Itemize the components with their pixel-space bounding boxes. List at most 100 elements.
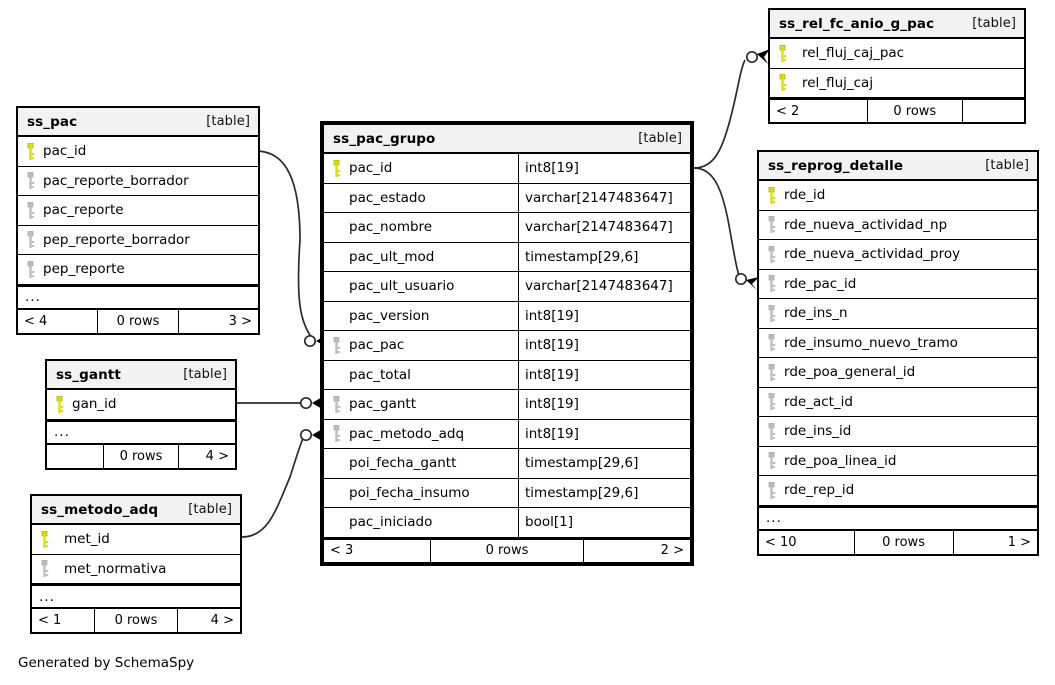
generated-by-note: Generated by SchemaSpy <box>18 655 195 671</box>
column-row-pac-reporte[interactable]: pac_reporte <box>18 196 258 226</box>
column-name-cell: gan_id <box>47 390 235 419</box>
column-row-met-normativa[interactable]: met_normativa <box>32 554 240 584</box>
column-name-cell: pac_metodo_adq <box>324 420 518 449</box>
table-ss-gantt[interactable]: ss_gantt [table] gan_id ... 0 rows 4 > <box>45 359 237 470</box>
table-ss-reprog-detalle[interactable]: ss_reprog_detalle [table] rde_id rde_nue… <box>757 150 1039 556</box>
table-ss-pac-grupo[interactable]: ss_pac_grupo [table] pac_id int8[19] pac… <box>320 121 694 566</box>
column-row-pac-pac[interactable]: pac_pac int8[19] <box>324 331 690 361</box>
column-row-pac-total[interactable]: pac_total int8[19] <box>324 360 690 390</box>
column-row-pac-ult-usuario[interactable]: pac_ult_usuario varchar[2147483647] <box>324 272 690 302</box>
column-type: varchar[2147483647] <box>518 213 690 242</box>
column-row-rde-pac-id[interactable]: rde_pac_id <box>759 269 1037 299</box>
column-name-cell: pac_ult_usuario <box>324 272 518 301</box>
column-name-cell: rde_poa_linea_id <box>759 447 1037 476</box>
foreign-key-icon <box>331 420 342 449</box>
column-row-pac-id[interactable]: pac_id <box>18 137 258 167</box>
column-type: timestamp[29,6] <box>518 449 690 478</box>
column-label: pac_pac <box>349 337 405 354</box>
column-type: timestamp[29,6] <box>518 242 690 271</box>
table-footer: < 4 0 rows 3 > <box>18 308 258 333</box>
footer-row-count: 0 rows <box>103 444 179 468</box>
column-label: rde_nueva_actividad_np <box>784 216 948 233</box>
no-key-spacer <box>331 213 342 242</box>
column-label: met_id <box>64 531 110 548</box>
column-row-rde-nueva-actividad-proy[interactable]: rde_nueva_actividad_proy <box>759 240 1037 270</box>
footer-incoming-count[interactable]: < 10 <box>765 534 797 550</box>
column-row-rde-rep-id[interactable]: rde_rep_id <box>759 476 1037 506</box>
column-row-pac-version[interactable]: pac_version int8[19] <box>324 301 690 331</box>
footer-outgoing-count[interactable]: 3 > <box>228 313 252 329</box>
table-header: ss_rel_fc_anio_g_pac [table] <box>770 10 1024 39</box>
column-row-rel-fluj-caj-pac[interactable]: rel_fluj_caj_pac <box>770 39 1024 69</box>
column-row-poi-fecha-gantt[interactable]: poi_fecha_gantt timestamp[29,6] <box>324 449 690 479</box>
column-row-rde-ins-n[interactable]: rde_ins_n <box>759 299 1037 329</box>
footer-incoming-count[interactable] <box>47 445 103 468</box>
primary-key-icon <box>331 154 342 183</box>
column-row-rde-poa-linea-id[interactable]: rde_poa_linea_id <box>759 446 1037 476</box>
table-type-label: [table] <box>972 16 1016 31</box>
column-type: int8[19] <box>518 419 690 448</box>
column-row-pac-nombre[interactable]: pac_nombre varchar[2147483647] <box>324 213 690 243</box>
column-type: int8[19] <box>518 301 690 330</box>
column-type: int8[19] <box>518 390 690 419</box>
footer-incoming-count[interactable]: < 1 <box>38 613 62 628</box>
column-label: pac_version <box>349 307 430 324</box>
column-row-pep-reporte[interactable]: pep_reporte <box>18 255 258 285</box>
table-header: ss_pac_grupo [table] <box>324 125 690 154</box>
column-name-cell: pac_nombre <box>324 213 518 242</box>
footer-incoming-count[interactable]: < 2 <box>776 103 800 119</box>
column-row-pac-metodo-adq[interactable]: pac_metodo_adq int8[19] <box>324 419 690 449</box>
column-type: varchar[2147483647] <box>518 272 690 301</box>
column-name-cell: pac_iniciado <box>324 508 518 537</box>
footer-outgoing-count[interactable] <box>963 100 1024 122</box>
no-key-spacer <box>331 449 342 478</box>
column-label: pac_estado <box>349 189 426 206</box>
column-name-cell: pac_id <box>18 137 258 166</box>
edge-ss-pac-grupo-to-ss-reprog-detalle <box>693 167 741 279</box>
column-row-rde-poa-general-id[interactable]: rde_poa_general_id <box>759 358 1037 388</box>
column-label: poi_fecha_gantt <box>349 455 457 472</box>
column-label: pac_nombre <box>349 219 433 236</box>
no-key-spacer <box>331 479 342 508</box>
column-row-pac-ult-mod[interactable]: pac_ult_mod timestamp[29,6] <box>324 242 690 272</box>
column-row-pac-gantt[interactable]: pac_gantt int8[19] <box>324 390 690 420</box>
foreign-key-icon <box>766 270 777 299</box>
footer-incoming-count[interactable]: < 4 <box>24 313 48 329</box>
column-row-rel-fluj-caj[interactable]: rel_fluj_caj <box>770 68 1024 98</box>
more-columns-indicator: ... <box>759 505 1037 530</box>
column-row-poi-fecha-insumo[interactable]: poi_fecha_insumo timestamp[29,6] <box>324 478 690 508</box>
column-label: met_normativa <box>64 560 167 577</box>
foreign-key-icon <box>766 329 777 358</box>
table-ss-metodo-adq[interactable]: ss_metodo_adq [table] met_id met_normati… <box>30 494 242 634</box>
column-name-cell: rde_ins_id <box>759 417 1037 446</box>
column-name-cell: poi_fecha_insumo <box>324 479 518 508</box>
column-row-rde-insumo-nuevo-tramo[interactable]: rde_insumo_nuevo_tramo <box>759 328 1037 358</box>
column-row-pac-iniciado[interactable]: pac_iniciado bool[1] <box>324 508 690 538</box>
column-row-pac-estado[interactable]: pac_estado varchar[2147483647] <box>324 183 690 213</box>
foreign-key-icon <box>766 417 777 446</box>
table-header: ss_reprog_detalle [table] <box>759 152 1037 181</box>
column-label: rde_rep_id <box>784 482 855 499</box>
column-label: rde_poa_general_id <box>784 364 916 381</box>
footer-outgoing-count[interactable]: 4 > <box>205 448 229 464</box>
column-row-pep-reporte-borrador[interactable]: pep_reporte_borrador <box>18 225 258 255</box>
edge-ss-metodo-adq-to-ss-pac-grupo <box>241 437 304 538</box>
column-name-cell: pac_id <box>324 154 518 183</box>
column-row-pac-id[interactable]: pac_id int8[19] <box>324 154 690 184</box>
column-row-rde-act-id[interactable]: rde_act_id <box>759 387 1037 417</box>
footer-outgoing-count[interactable]: 2 > <box>660 543 684 558</box>
column-row-gan-id[interactable]: gan_id <box>47 390 235 420</box>
column-row-rde-ins-id[interactable]: rde_ins_id <box>759 417 1037 447</box>
column-row-pac-reporte-borrador[interactable]: pac_reporte_borrador <box>18 166 258 196</box>
column-row-rde-nueva-actividad-np[interactable]: rde_nueva_actividad_np <box>759 210 1037 240</box>
footer-outgoing-count[interactable]: 4 > <box>210 613 234 628</box>
footer-incoming-count[interactable]: < 3 <box>330 543 354 558</box>
table-footer: < 1 0 rows 4 > <box>32 608 240 632</box>
table-ss-rel-fc-anio-g-pac[interactable]: ss_rel_fc_anio_g_pac [table] rel_fluj_ca… <box>768 8 1026 124</box>
table-ss-pac[interactable]: ss_pac [table] pac_id pac_reporte_borrad… <box>16 106 260 335</box>
footer-outgoing-count[interactable]: 1 > <box>1007 534 1031 550</box>
column-row-rde-id[interactable]: rde_id <box>759 181 1037 211</box>
column-row-met-id[interactable]: met_id <box>32 525 240 555</box>
table-name: ss_gantt <box>56 366 121 383</box>
column-name-cell: pac_reporte <box>18 196 258 225</box>
